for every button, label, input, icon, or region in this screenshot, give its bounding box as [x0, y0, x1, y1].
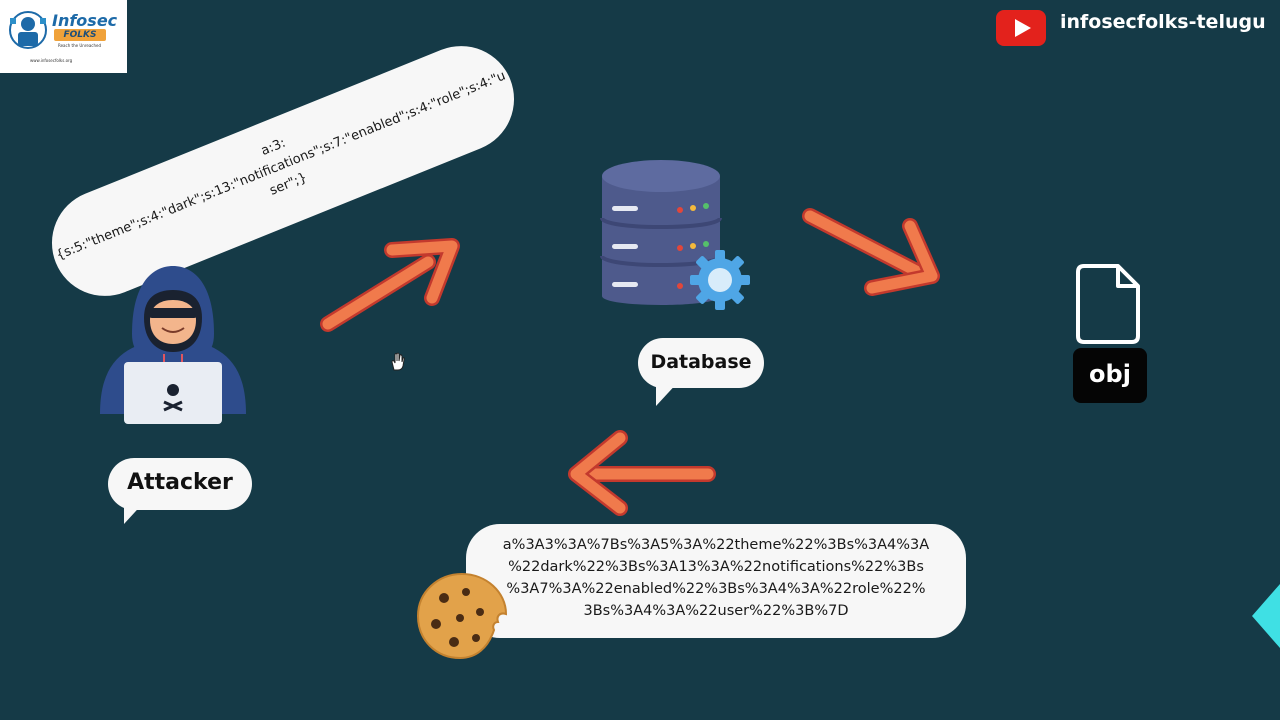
hand-cursor-icon — [391, 352, 405, 371]
youtube-icon[interactable] — [996, 10, 1046, 46]
logo-url: www.infosecfolks.org — [30, 58, 73, 63]
cookie-line-1: a%3A3%3A%7Bs%3A5%3A%22theme%22%3Bs%3A4%3… — [502, 537, 930, 553]
object-label-box — [1073, 348, 1147, 403]
logo-tagline: Reach the Unreached — [58, 43, 102, 48]
object-label: obj — [1089, 360, 1131, 388]
database-bubble-tail — [656, 380, 680, 406]
arrow-to-object-icon — [802, 208, 940, 296]
cookie-icon — [416, 572, 508, 660]
bubble-tail — [80, 250, 114, 292]
arrow-to-attacker-icon — [568, 430, 716, 516]
brand-logo: Infosec FOLKS Reach the Unreached www.in… — [0, 0, 127, 73]
attacker-bubble-tail — [124, 500, 146, 524]
logo-title: Infosec — [52, 11, 118, 30]
database-bubble — [638, 338, 764, 388]
database-label: Database — [650, 351, 752, 373]
cookie-text: a%3A3%3A%7Bs%3A5%3A%22theme%22%3Bs%3A4%3… — [466, 534, 966, 634]
hacker-icon — [100, 266, 246, 424]
logo-emblem-icon — [9, 11, 47, 49]
file-icon — [1076, 264, 1140, 344]
arrow-to-database-icon — [320, 238, 460, 332]
cookie-line-4: 3Bs%3A4%3A%22user%22%3B%7D — [583, 603, 849, 619]
gear-icon — [690, 250, 750, 310]
attacker-label: Attacker — [127, 470, 233, 495]
database-icon — [600, 160, 722, 305]
cookie-line-3: %3A7%3A%22enabled%22%3Bs%3A4%3A%22role%2… — [506, 581, 926, 597]
logo-subtitle: FOLKS — [54, 29, 106, 41]
channel-name[interactable]: infosecfolks-telugu — [1060, 11, 1266, 33]
next-slide-icon[interactable] — [1252, 584, 1280, 648]
cookie-line-2: %22dark%22%3Bs%3A13%3A%22notifications%2… — [508, 559, 924, 575]
cookie-bubble — [466, 524, 966, 638]
